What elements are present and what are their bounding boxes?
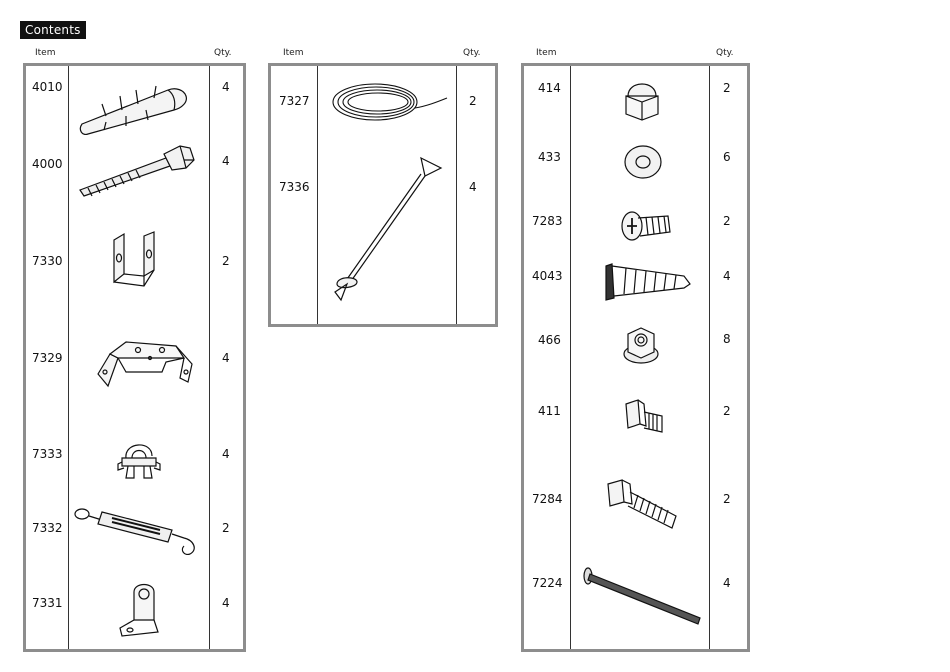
item-qty: 4 [222,154,230,168]
item-code: 466 [538,333,561,347]
item-code: 7283 [532,214,563,228]
parts-panel-1: 4010 4 4000 4 7330 2 [23,63,246,652]
item-qty: 2 [723,492,731,506]
header-item-3: Item [536,48,557,58]
header-item-1: Item [35,48,56,58]
phillips-screw-icon [618,206,674,246]
item-code: 4043 [532,269,563,283]
square-bolt-long-icon [604,476,684,532]
hat-bracket-icon [96,328,196,398]
item-code: 7327 [279,94,310,108]
item-code: 7336 [279,180,310,194]
lag-screw-icon [76,132,206,202]
item-qty: 4 [723,576,731,590]
item-code: 7330 [32,254,63,268]
parts-panel-3: 414 2 433 6 7283 2 [521,63,750,652]
column-divider [456,66,457,324]
square-bolt-short-icon [622,396,666,440]
item-qty: 4 [222,80,230,94]
item-code: 411 [538,404,561,418]
wall-anchor-icon [76,74,196,134]
item-qty: 4 [469,180,477,194]
flange-nut-icon [622,324,660,366]
column-divider [570,66,571,649]
u-bracket-icon [108,230,168,290]
column-divider [209,66,210,649]
header-qty-2: Qty. [463,48,481,58]
ground-anchor-icon [329,156,449,306]
item-qty: 2 [469,94,477,108]
item-qty: 4 [222,596,230,610]
item-qty: 2 [222,521,230,535]
item-qty: 6 [723,150,731,164]
header-qty-3: Qty. [716,48,734,58]
item-code: 7224 [532,576,563,590]
acorn-nut-icon [622,78,662,122]
item-code: 4000 [32,157,63,171]
item-code: 7329 [32,351,63,365]
item-qty: 4 [723,269,731,283]
page-title: Contents [20,21,86,39]
wood-screw-icon [602,260,692,306]
turnbuckle-icon [72,500,207,560]
item-qty: 2 [723,81,731,95]
column-divider [709,66,710,649]
wire-coil-icon [329,80,454,128]
item-qty: 4 [222,351,230,365]
wire-clip-icon [114,432,164,482]
item-code: 7331 [32,596,63,610]
item-qty: 8 [723,332,731,346]
item-code: 7284 [532,492,563,506]
long-bolt-icon [580,566,706,630]
item-code: 433 [538,150,561,164]
item-qty: 2 [723,404,731,418]
header-qty-1: Qty. [214,48,232,58]
item-qty: 4 [222,447,230,461]
column-divider [317,66,318,324]
item-code: 7333 [32,447,63,461]
column-divider [68,66,69,649]
item-qty: 2 [222,254,230,268]
parts-panel-2: 7327 2 7336 4 [268,63,498,327]
header-item-2: Item [283,48,304,58]
angle-eye-bracket-icon [118,580,168,640]
item-code: 4010 [32,80,63,94]
item-code: 7332 [32,521,63,535]
item-code: 414 [538,81,561,95]
item-qty: 2 [723,214,731,228]
washer-icon [622,142,664,182]
